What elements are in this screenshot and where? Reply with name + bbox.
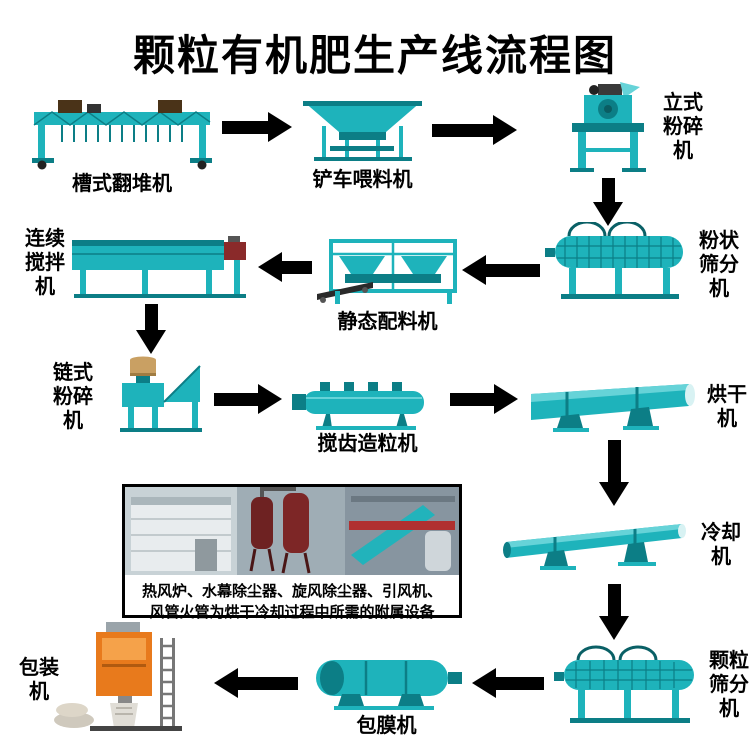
- packer-node: [50, 622, 205, 736]
- aux-equipment-collage: [125, 487, 459, 575]
- arrow-turner-to-feeder: [222, 112, 292, 142]
- trough-turner-label: 槽式翻堆机: [72, 171, 172, 195]
- aux-equipment-box: 热风炉、水幕除尘器、旋风除尘器、引风机、 风管火管为烘干冷却过程中所需的附属设备: [122, 484, 462, 621]
- cooler-label: 冷却机: [701, 520, 741, 568]
- powder-sieve-node: [545, 220, 695, 308]
- arrow-dryer-to-cooler: [599, 440, 629, 506]
- arrow-cooler-to-granule-sieve: [599, 584, 629, 640]
- arrow-coater-to-packer: [214, 668, 298, 698]
- coater-label: 包膜机: [356, 713, 417, 737]
- powder-sieve-label: 粉状筛分机: [699, 228, 739, 300]
- static-batcher-image: [317, 239, 457, 304]
- static-batcher-label: 静态配料机: [337, 309, 438, 333]
- page-title: 颗粒有机肥生产线流程图: [132, 31, 617, 80]
- continuous-mixer-label: 连续搅拌机: [25, 226, 65, 298]
- aux-note-text: 热风炉、水幕除尘器、旋风除尘器、引风机、 风管火管为烘干冷却过程中所需的附属设备: [125, 579, 459, 623]
- chain-crusher-image: [120, 356, 202, 432]
- vertical-crusher-image: [570, 82, 646, 172]
- loader-feeder-label: 铲车喂料机: [312, 167, 413, 191]
- dryer-image: [531, 384, 695, 432]
- coater-image: [316, 660, 462, 710]
- cooler-node: [500, 512, 695, 578]
- static-batcher-node: [315, 238, 460, 310]
- granulator-node: [292, 378, 442, 434]
- aux-note-line1: 热风炉、水幕除尘器、旋风除尘器、引风机、: [141, 582, 442, 600]
- arrow-powder-sieve-to-batcher: [462, 255, 540, 285]
- arrow-chain-crusher-to-granulator: [214, 384, 282, 414]
- loader-feeder-node: [300, 96, 425, 168]
- loader-feeder-image: [303, 101, 422, 161]
- continuous-mixer-image: [72, 236, 246, 298]
- arrow-crusher-to-powder-sieve: [593, 178, 623, 226]
- trough-turner-node: [32, 92, 212, 174]
- granule-sieve-image: [554, 645, 694, 723]
- granulator-label: 搅齿造粒机: [317, 431, 418, 455]
- continuous-mixer-node: [68, 228, 253, 304]
- packer-label: 包装机: [19, 655, 59, 703]
- granule-sieve-label: 颗粒筛分机: [709, 648, 749, 720]
- granulator-image: [292, 382, 424, 430]
- cooler-image: [503, 524, 686, 570]
- arrow-granulator-to-dryer: [450, 384, 518, 414]
- arrow-feeder-to-crusher: [432, 115, 517, 145]
- dryer-label: 烘干机: [707, 382, 747, 430]
- arrow-batcher-to-mixer: [258, 252, 312, 282]
- trough-turner-image: [32, 100, 212, 170]
- arrow-mixer-to-chain-crusher: [136, 304, 166, 354]
- powder-sieve-image: [545, 220, 683, 299]
- chain-crusher-label: 链式粉碎机: [53, 360, 93, 432]
- arrow-granule-sieve-to-coater: [472, 668, 544, 698]
- vertical-crusher-node: [558, 82, 658, 178]
- dryer-node: [527, 378, 702, 437]
- aux-note-line2: 风管火管为烘干冷却过程中所需的附属设备: [149, 603, 435, 621]
- granule-sieve-node: [552, 644, 707, 730]
- packer-image: [54, 622, 182, 731]
- coater-node: [306, 650, 466, 716]
- chain-crusher-node: [102, 356, 204, 438]
- vertical-crusher-label: 立式粉碎机: [663, 90, 703, 162]
